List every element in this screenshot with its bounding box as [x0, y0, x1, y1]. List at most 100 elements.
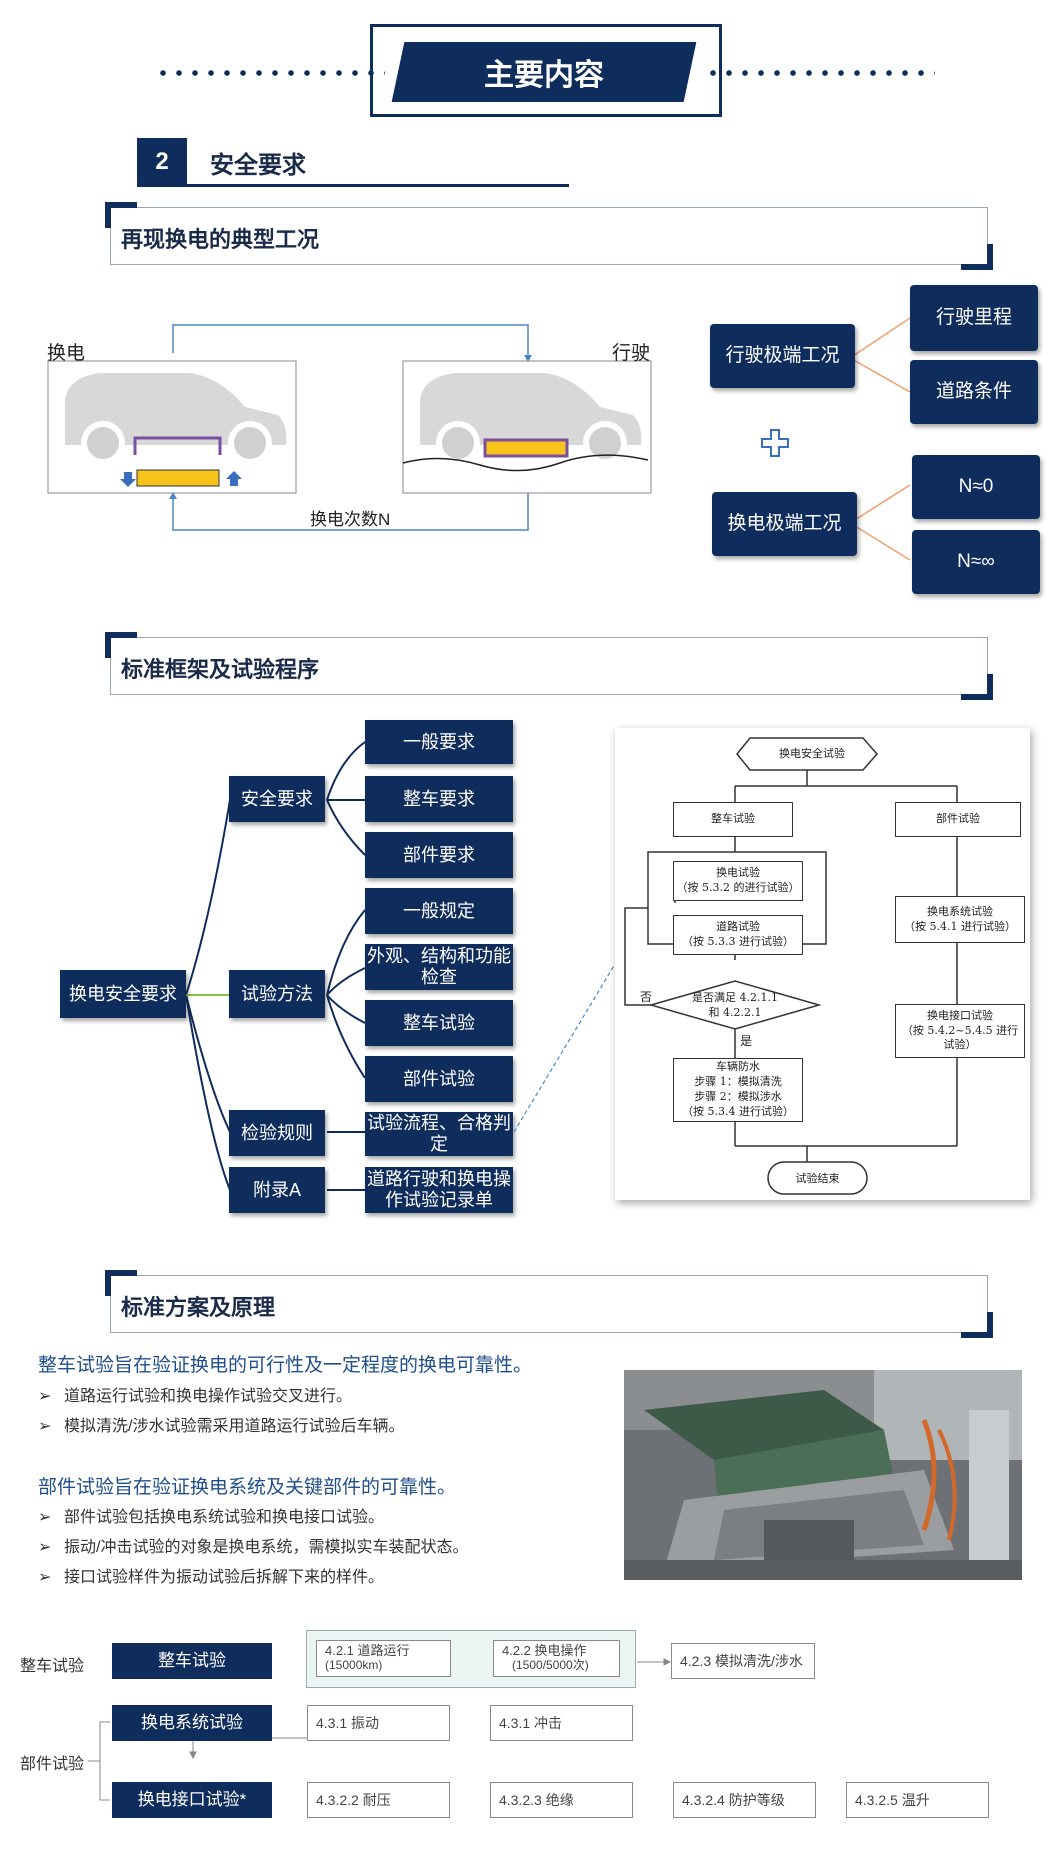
swap-op-line2: (1500/5000次) [512, 1658, 589, 1673]
bullet-arrow-icon: ➢ [38, 1388, 52, 1405]
bullet-text: 部件试验包括换电系统试验和换电接口试验。 [64, 1509, 385, 1526]
flow-waterproof-line4: （按 5.3.4 进行试验） [682, 1104, 794, 1118]
sec2-frame: 标准框架及试验程序 [105, 632, 993, 700]
section-number: 2 [137, 138, 187, 186]
temp-rise-box: 4.3.2.5 温升 [846, 1782, 989, 1818]
flow-start: 换电安全试验 [779, 746, 845, 760]
flow-system-test: 换电系统试验 （按 5.4.1 进行试验） [895, 896, 1025, 943]
protection-box: 4.3.2.4 防护等级 [673, 1782, 816, 1818]
flow-swap-test-line1: 换电试验 [716, 866, 760, 880]
bullet-arrow-icon: ➢ [38, 1539, 52, 1556]
header-frame [370, 24, 722, 117]
sec3-frame: 标准方案及原理 [105, 1270, 993, 1338]
lead-component: 部件试验旨在验证换电系统及关键部件的可靠性。 [38, 1477, 457, 1498]
label-swap-count: 换电次数N [310, 510, 391, 529]
bullet-4: ➢ 振动/冲击试验的对象是换电系统，需模拟实车装配状态。 [38, 1533, 468, 1557]
sec3-title: 标准方案及原理 [121, 1295, 276, 1320]
swap-op-box: 4.2.2 换电操作 (1500/5000次) [493, 1640, 620, 1677]
flow-swap-test: 换电试验 （按 5.3.2 的进行试验） [673, 861, 803, 901]
drive-item-mileage: 行驶里程 [910, 285, 1038, 351]
framework-tree-lines [185, 741, 366, 1191]
framework-l2-process: 试验流程、合格判定 [365, 1112, 513, 1156]
matrix-system-box: 换电系统试验 [112, 1705, 272, 1741]
swap-item-infinity: N≈∞ [912, 530, 1040, 594]
flow-no-label: 否 [640, 990, 653, 1004]
matrix-vehicle-label: 整车试验 [20, 1658, 85, 1675]
framework-l2-vehicle-test: 整车试验 [365, 1000, 513, 1046]
bullet-arrow-icon: ➢ [38, 1509, 52, 1526]
framework-l2-component-req: 部件要求 [365, 832, 513, 878]
flow-waterproof-line3: 步骤 2：模拟涉水 [694, 1090, 782, 1103]
sec1-frame: 再现换电的典型工况 [105, 202, 993, 270]
flow-road-test-line2: （按 5.3.3 进行试验） [682, 935, 794, 948]
framework-l2-record: 道路行驶和换电操作试验记录单 [365, 1167, 513, 1213]
matrix-component-label: 部件试验 [20, 1756, 85, 1773]
bullet-3: ➢ 部件试验包括换电系统试验和换电接口试验。 [38, 1503, 384, 1527]
sec1-title: 再现换电的典型工况 [121, 227, 320, 252]
swap-item-zero: N≈0 [912, 455, 1040, 519]
swap-cycle-diagram [47, 324, 652, 531]
flow-road-test: 道路试验 （按 5.3.3 进行试验） [673, 915, 803, 955]
framework-l1-appendix: 附录A [229, 1167, 325, 1213]
flow-component-test: 部件试验 [895, 802, 1021, 837]
bullet-arrow-icon: ➢ [38, 1418, 52, 1435]
sec2-title: 标准框架及试验程序 [121, 657, 320, 682]
header-dots-right [705, 70, 935, 76]
header-dots-left [155, 70, 385, 76]
flow-interface-test-line2: （按 5.4.2~5.4.5 进行 [901, 1023, 1019, 1037]
framework-l2-appearance-check: 外观、结构和功能检查 [365, 944, 513, 990]
voltage-box: 4.3.2.2 耐压 [307, 1782, 450, 1818]
flow-waterproof-line2: 步骤 1：模拟清洗 [694, 1075, 782, 1089]
flow-yes-label: 是 [740, 1034, 753, 1048]
matrix-vehicle-box: 整车试验 [112, 1643, 272, 1679]
clean-wade-box: 4.2.3 模拟清洗/涉水 [671, 1643, 815, 1679]
flow-decision: 是否满足 4.2.1.1 和 4.2.2.1 [675, 990, 795, 1022]
lead-vehicle: 整车试验旨在验证换电的可行性及一定程度的换电可靠性。 [38, 1355, 533, 1376]
flow-vehicle-test: 整车试验 [673, 802, 793, 837]
section-underline [137, 184, 569, 187]
flow-system-test-line1: 换电系统试验 [927, 904, 993, 918]
framework-l2-vehicle-req: 整车要求 [365, 776, 513, 822]
flow-waterproof-line1: 车辆防水 [716, 1060, 760, 1074]
bullet-text: 道路运行试验和换电操作试验交叉进行。 [64, 1388, 353, 1405]
bullet-text: 模拟清洗/涉水试验需采用道路运行试验后车辆。 [64, 1418, 405, 1435]
bullet-text: 接口试验样件为振动试验后拆解下来的样件。 [64, 1569, 385, 1586]
flow-interface-test: 换电接口试验 （按 5.4.2~5.4.5 进行 试验） [895, 1004, 1025, 1058]
section-title: 安全要求 [210, 152, 306, 179]
matrix-interface-box: 换电接口试验* [112, 1782, 272, 1818]
flow-end: 试验结束 [795, 1172, 840, 1185]
bullet-2: ➢ 模拟清洗/涉水试验需采用道路运行试验后车辆。 [38, 1412, 404, 1436]
bullet-1: ➢ 道路运行试验和换电操作试验交叉进行。 [38, 1382, 352, 1406]
drive-extreme-box: 行驶极端工况 [710, 324, 855, 388]
header-title: 主要内容 [484, 59, 604, 92]
framework-root: 换电安全要求 [60, 970, 186, 1018]
plus-icon [761, 429, 789, 457]
bullet-5: ➢ 接口试验样件为振动试验后拆解下来的样件。 [38, 1563, 384, 1587]
flow-system-test-line2: （按 5.4.1 进行试验） [904, 919, 1016, 933]
road-run-line2: (15000km) [325, 1658, 383, 1673]
framework-l1-method: 试验方法 [229, 970, 325, 1018]
flowchart-link-line [513, 963, 616, 1133]
label-swap: 换电 [47, 343, 86, 364]
flow-waterproof: 车辆防水 步骤 1：模拟清洗 步骤 2：模拟涉水 （按 5.3.4 进行试验） [673, 1058, 803, 1122]
bullet-arrow-icon: ➢ [38, 1569, 52, 1586]
flow-decision-line2: 和 4.2.2.1 [708, 1006, 762, 1019]
framework-l2-general-req: 一般要求 [365, 720, 513, 764]
label-drive: 行驶 [612, 343, 651, 364]
framework-l1-safety: 安全要求 [229, 776, 325, 822]
vibration-box: 4.3.1 振动 [307, 1705, 450, 1741]
flow-road-test-line1: 道路试验 [716, 920, 760, 934]
bullet-text: 振动/冲击试验的对象是换电系统，需模拟实车装配状态。 [64, 1539, 469, 1556]
swap-op-line1: 4.2.2 换电操作 [502, 1643, 587, 1659]
extreme-tree-lines [850, 317, 911, 561]
swap-extreme-box: 换电极端工况 [712, 492, 857, 556]
road-run-box: 4.2.1 道路运行 (15000km) [316, 1640, 451, 1677]
insulation-box: 4.3.2.3 绝缘 [490, 1782, 633, 1818]
flow-swap-test-line2: （按 5.3.2 的进行试验） [676, 881, 800, 894]
road-run-line1: 4.2.1 道路运行 [325, 1643, 410, 1659]
framework-l2-general-rule: 一般规定 [365, 888, 513, 934]
test-rig-photo [624, 1370, 1022, 1580]
flow-decision-line1: 是否满足 4.2.1.1 [692, 991, 778, 1005]
framework-l1-inspection: 检验规则 [229, 1110, 325, 1156]
framework-l2-component-test: 部件试验 [365, 1056, 513, 1102]
